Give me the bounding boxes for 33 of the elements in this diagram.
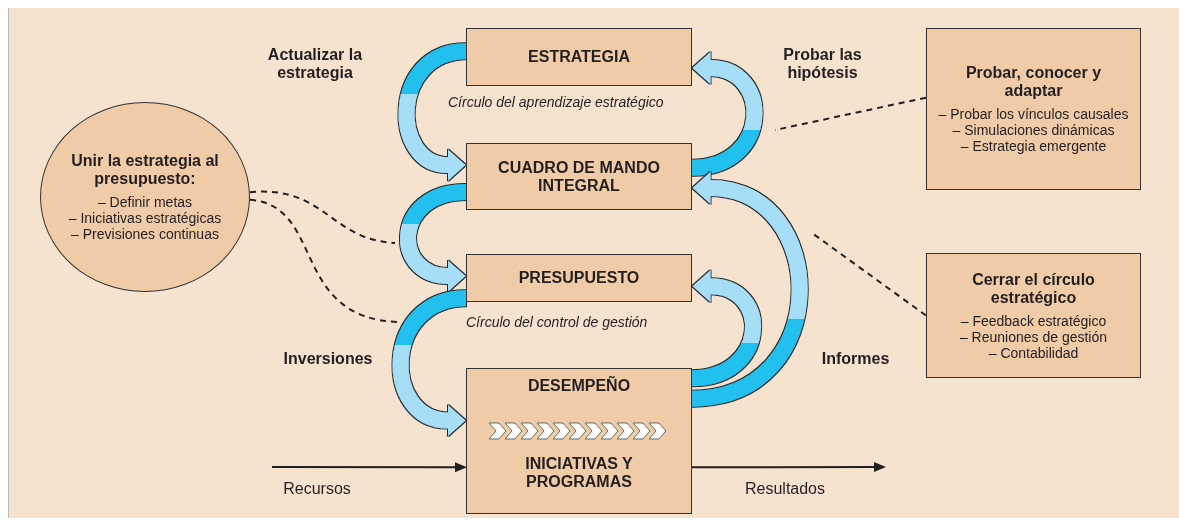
dashed-leader-line	[248, 190, 396, 244]
list-item: – Simulaciones dinámicas	[952, 122, 1115, 138]
box-title: INICIATIVAS Y PROGRAMAS	[524, 455, 634, 491]
list-item: – Reuniones de gestión	[959, 328, 1108, 345]
list-item: – Contabilidad	[988, 344, 1079, 361]
list-item: – Iniciativas estratégicas	[68, 210, 222, 226]
process-box	[466, 28, 692, 86]
box-title: ESTRATEGIA	[528, 48, 630, 66]
list-item: – Probar los vínculos causales	[938, 106, 1129, 122]
dashed-leader-line	[774, 96, 927, 131]
curved-arrow	[691, 270, 761, 387]
list-item: – Previsiones continuas	[71, 226, 219, 242]
caption-text: Círculo del control de gestión	[466, 314, 648, 330]
box-title: Probar, conocer y adaptar	[964, 64, 1103, 100]
process-box	[466, 368, 692, 514]
process-box	[466, 143, 692, 210]
box-title: Cerrar el círculo estratégico	[971, 270, 1096, 307]
arrow	[691, 462, 886, 472]
process-box	[926, 28, 1141, 190]
process-box	[466, 254, 692, 302]
box-title: PRESUPUESTO	[518, 269, 640, 287]
caption-text: Círculo del aprendizaje estratégico	[448, 94, 664, 110]
box-title: CUADRO DE MANDO INTEGRAL	[497, 158, 661, 195]
list-item: – Estrategia emergente	[960, 138, 1107, 154]
process-box	[926, 253, 1141, 378]
curved-arrow	[691, 172, 808, 407]
box-title: Unir la estrategia al presupuesto:	[70, 152, 220, 188]
list-item: – Definir metas	[97, 194, 193, 210]
dashed-leader-line	[248, 198, 399, 323]
list-item: – Feedback estratégico	[960, 312, 1107, 329]
box-title: DESEMPEÑO	[527, 377, 631, 395]
arrow	[271, 462, 467, 473]
dashed-leader-line	[811, 232, 927, 317]
